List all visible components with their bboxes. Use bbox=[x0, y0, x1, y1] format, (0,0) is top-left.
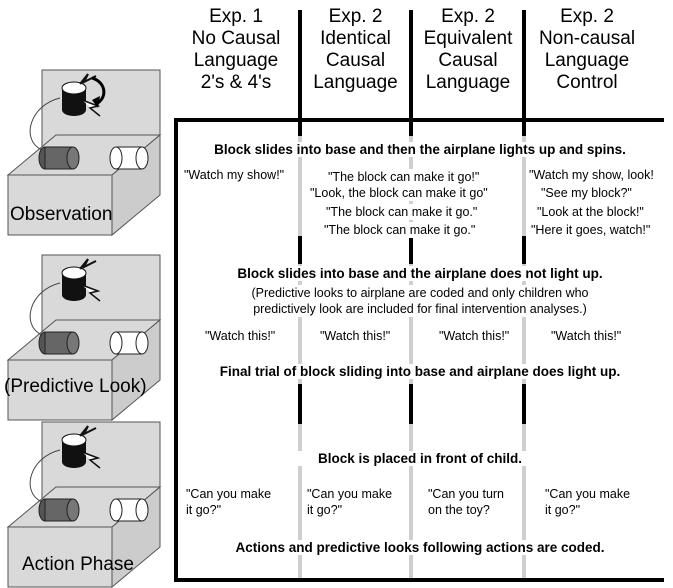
header-line: Equivalent bbox=[423, 28, 513, 49]
section2-note: (Predictive looks to airplane are coded … bbox=[178, 285, 662, 317]
header-exp2-noncausal: Exp. 2 Non-causal Language Control bbox=[527, 6, 647, 94]
header-line: Language bbox=[544, 50, 630, 71]
phase-label-action: Action Phase bbox=[22, 554, 134, 575]
section1-col4-quote: "Watch my show, look! bbox=[529, 168, 654, 182]
header-line: Exp. 2 bbox=[560, 6, 614, 27]
header-line: Exp. 1 bbox=[209, 6, 263, 27]
column-divider bbox=[522, 122, 526, 578]
column-divider-dark bbox=[522, 122, 526, 136]
section1-col23-quote: "Look, the block can make it go" bbox=[310, 185, 488, 201]
section3-quote: "Can you make it go?" bbox=[186, 486, 271, 518]
column-divider-dark bbox=[409, 384, 413, 424]
section2-final: Final trial of block sliding into base a… bbox=[178, 364, 662, 379]
header-line: No Causal bbox=[191, 28, 281, 49]
header-line: Language bbox=[313, 72, 398, 93]
section1-col4-quote: "Here it goes, watch!" bbox=[531, 223, 651, 237]
header-line: Exp. 2 bbox=[328, 6, 383, 27]
section3-quote: "Can you make it go?" bbox=[307, 486, 393, 518]
section1-col4-quote: "Look at the block!" bbox=[537, 205, 644, 219]
header-exp2-equivalent: Exp. 2 Equivalent Causal Language bbox=[412, 6, 524, 94]
header-line: Identical bbox=[320, 28, 391, 49]
section2-note-line: (Predictive looks to airplane are coded … bbox=[251, 286, 589, 300]
header-line: Non-causal bbox=[538, 28, 636, 49]
quote-line: it go?" bbox=[307, 503, 343, 517]
column-divider bbox=[298, 122, 302, 578]
section2-quote: "Watch this!" bbox=[205, 329, 276, 343]
quote-line: it go?" bbox=[186, 503, 222, 517]
quote-line: it go?" bbox=[545, 503, 581, 517]
section1-col23-quote: "The block can make it go." bbox=[324, 222, 476, 238]
column-divider-dark bbox=[298, 384, 302, 424]
section1-col1-quote: "Watch my show!" bbox=[184, 168, 285, 182]
header-divider bbox=[298, 10, 302, 118]
table-top-border bbox=[174, 118, 664, 122]
section1-col4-quote: "See my block?" bbox=[541, 186, 632, 200]
section3-quote: "Can you make it go?" bbox=[545, 486, 630, 518]
quote-line: "Can you make bbox=[307, 487, 393, 501]
header-line: Causal bbox=[438, 50, 498, 71]
column-divider-dark bbox=[298, 122, 302, 136]
header-exp1: Exp. 1 No Causal Language 2's & 4's bbox=[176, 6, 296, 94]
quote-line: on the toy? bbox=[428, 503, 490, 517]
column-divider-dark bbox=[522, 236, 526, 264]
header-line: Exp. 2 bbox=[441, 6, 495, 27]
column-divider-dark bbox=[298, 236, 302, 264]
section3-footer: Actions and predictive looks following a… bbox=[178, 540, 662, 555]
section1-col23-quote: "The block can make it go!" bbox=[328, 169, 480, 185]
illustration-column bbox=[7, 69, 161, 588]
header-divider bbox=[522, 10, 526, 118]
section3-quote: "Can you turn on the toy? bbox=[428, 486, 504, 518]
column-divider bbox=[409, 122, 413, 578]
section3-title: Block is placed in front of child. bbox=[178, 451, 662, 466]
header-divider bbox=[409, 10, 413, 118]
table-left-border bbox=[174, 118, 178, 582]
header-line: Language bbox=[193, 50, 279, 71]
column-divider-dark bbox=[409, 236, 413, 264]
section2-quote: "Watch this!" bbox=[551, 329, 622, 343]
table-bottom-border bbox=[174, 578, 664, 582]
section1-col23-quote: "The block can make it go." bbox=[326, 204, 478, 220]
header-exp2-identical: Exp. 2 Identical Causal Language bbox=[303, 6, 408, 94]
section2-quote: "Watch this!" bbox=[320, 329, 391, 343]
quote-line: "Can you turn bbox=[428, 487, 505, 501]
column-divider-dark bbox=[409, 122, 413, 136]
section1-title: Block slides into base and then the airp… bbox=[178, 142, 662, 157]
quote-line: "Can you make bbox=[545, 487, 631, 501]
section2-quote: "Watch this!" bbox=[439, 329, 510, 343]
column-divider-dark bbox=[522, 384, 526, 424]
header-line: Causal bbox=[325, 50, 386, 71]
observation-illustration bbox=[7, 69, 161, 236]
header-line: 2's & 4's bbox=[200, 72, 272, 93]
section2-note-line: predictively look are included for final… bbox=[253, 302, 587, 316]
header-line: Control bbox=[556, 72, 618, 93]
phase-label-observation: Observation bbox=[10, 204, 113, 225]
quote-line: "Can you make bbox=[186, 487, 272, 501]
section2-title: Block slides into base and the airplane … bbox=[178, 266, 662, 281]
phase-label-predictive-look: (Predictive Look) bbox=[4, 376, 147, 397]
header-line: Language bbox=[425, 72, 511, 93]
